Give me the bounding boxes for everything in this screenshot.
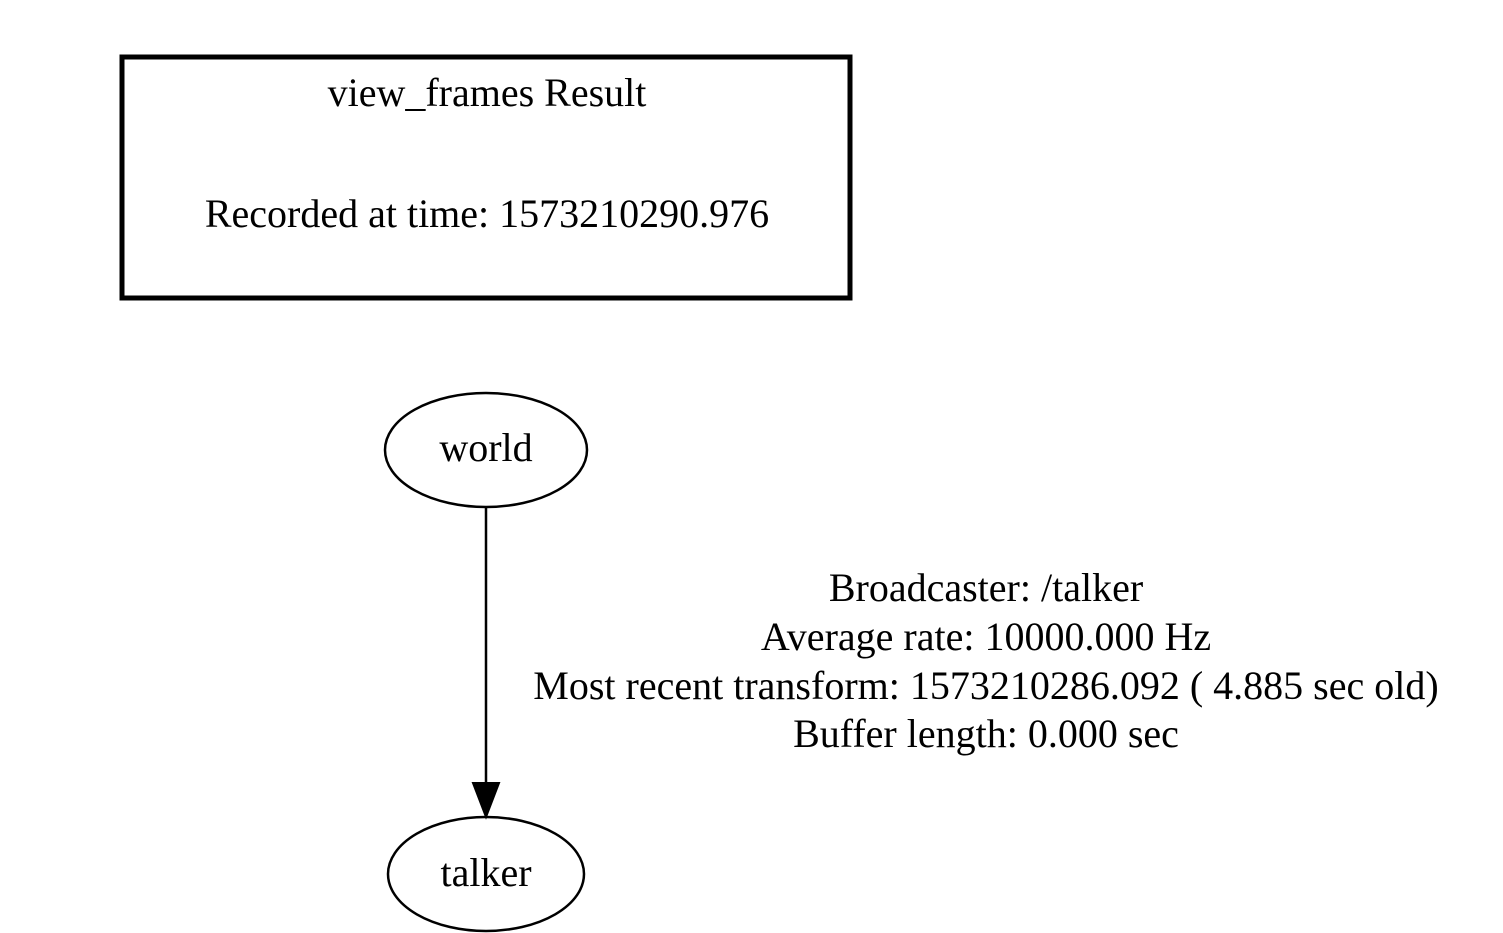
edge-label-rate: Average rate: 10000.000 Hz [761, 614, 1211, 659]
node-talker-ellipse [386, 815, 586, 933]
edge-label: Broadcaster: /talker Average rate: 10000… [533, 565, 1438, 756]
node-world-label: world [439, 425, 532, 470]
node-world: world [383, 391, 589, 509]
node-talker-label: talker [440, 850, 531, 895]
edge-arrowhead [471, 782, 501, 820]
edge-label-recent: Most recent transform: 1573210286.092 ( … [533, 663, 1438, 708]
edge-world-talker [471, 507, 501, 820]
result-title: view_frames Result [328, 70, 647, 115]
result-box-border [119, 54, 853, 301]
edge-label-broadcaster: Broadcaster: /talker [829, 565, 1143, 610]
node-talker: talker [386, 815, 586, 933]
recorded-time: Recorded at time: 1573210290.976 [205, 191, 769, 236]
result-box: view_frames Result Recorded at time: 157… [119, 54, 853, 301]
edge-label-buffer: Buffer length: 0.000 sec [793, 711, 1179, 756]
